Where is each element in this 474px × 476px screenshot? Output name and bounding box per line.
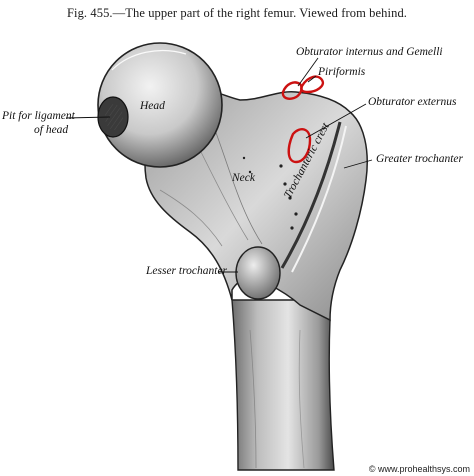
label-piriformis: Piriformis — [318, 66, 366, 78]
obturator-internus-attachment — [281, 81, 303, 100]
label-head: Head — [140, 100, 165, 112]
leader-obturator-internus — [297, 57, 319, 87]
leader-obturator-externus — [305, 103, 367, 139]
label-neck: Neck — [232, 172, 255, 184]
label-obturator-externus: Obturator externus — [368, 96, 457, 108]
label-lesser-trochanter: Lesser trochanter — [146, 265, 228, 277]
label-pit-line2: of head — [34, 124, 69, 136]
femoral-head — [97, 42, 223, 168]
leader-piriformis — [307, 75, 317, 83]
obturator-externus-attachment — [287, 128, 312, 164]
label-obturator-internus: Obturator internus and Gemelli — [296, 46, 443, 58]
lesser-trochanter-shape — [235, 246, 281, 300]
femur-shaft — [231, 299, 335, 471]
label-greater-trochanter: Greater trochanter — [376, 153, 463, 165]
figure-caption: Fig. 455.—The upper part of the right fe… — [66, 6, 408, 20]
leader-pit — [65, 116, 111, 119]
leader-greater-trochanter — [343, 159, 373, 169]
trochanteric-crest — [280, 121, 342, 269]
watermark: © www.prohealthsys.com — [368, 464, 470, 474]
piriformis-attachment — [300, 75, 325, 94]
label-pit-line1: Pit for ligament — [2, 110, 75, 122]
